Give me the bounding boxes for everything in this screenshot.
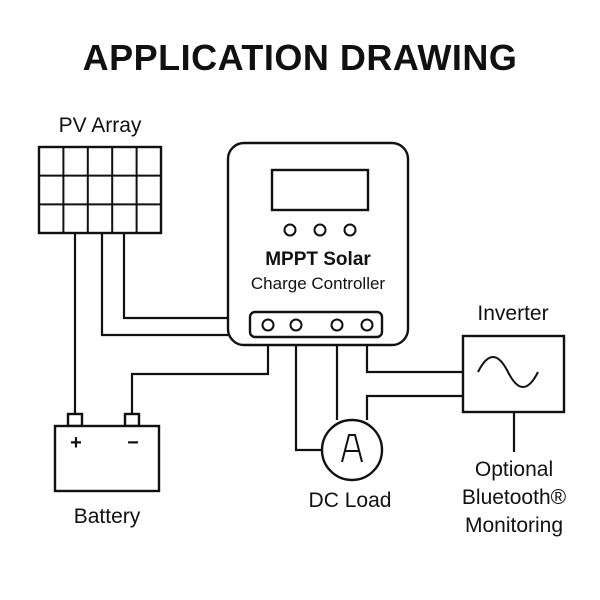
wire-controller-to-load-1 [294,337,322,452]
battery-minus-sign: − [127,432,139,454]
terminal-screw [261,318,275,332]
page-title: APPLICATION DRAWING [83,37,518,78]
controller-button [283,223,297,237]
wire-controller-to-inverter-1 [365,337,463,374]
wire-pv-to-controller-2 [122,233,228,320]
ammeter-symbol [341,434,363,463]
wiring [73,233,516,452]
dc-load: DC Load [309,418,392,512]
wire-pv-to-controller-1 [100,233,228,337]
battery-terminal-minus [123,412,141,428]
controller-buttons [283,223,357,237]
bluetooth-monitoring: Optional Bluetooth® Monitoring [462,458,567,537]
terminal-screw [289,318,303,332]
controller-display [270,168,370,212]
solar-panel-grid [39,147,161,233]
terminal-screws [261,318,374,332]
pv-array-label: PV Array [59,114,142,137]
controller-subtitle: Charge Controller [251,274,386,293]
solar-panel-icon [37,145,163,235]
battery: + − Battery [53,412,161,528]
dc-load-label: DC Load [309,489,392,512]
controller-button [313,223,327,237]
monitoring-line-2: Bluetooth® [462,486,567,509]
sine-wave-icon [477,356,539,388]
battery-icon [53,424,161,493]
battery-label: Battery [74,505,141,528]
monitoring-line-3: Monitoring [465,514,563,537]
inverter-box [461,334,566,414]
pv-array: PV Array [37,114,163,235]
inverter: Inverter [461,302,566,414]
charge-controller: MPPT Solar Charge Controller [226,141,410,347]
wire-inverter-to-load [365,394,463,420]
inverter-label: Inverter [477,302,548,325]
controller-button [343,223,357,237]
battery-plus-sign: + [70,432,82,454]
terminal-screw [330,318,344,332]
monitoring-line-1: Optional [475,458,553,481]
controller-title: MPPT Solar [265,249,371,270]
wire-controller-to-battery-minus [130,337,270,416]
terminal-screw [360,318,374,332]
terminal-block [248,310,384,339]
battery-terminal-plus [66,412,84,428]
